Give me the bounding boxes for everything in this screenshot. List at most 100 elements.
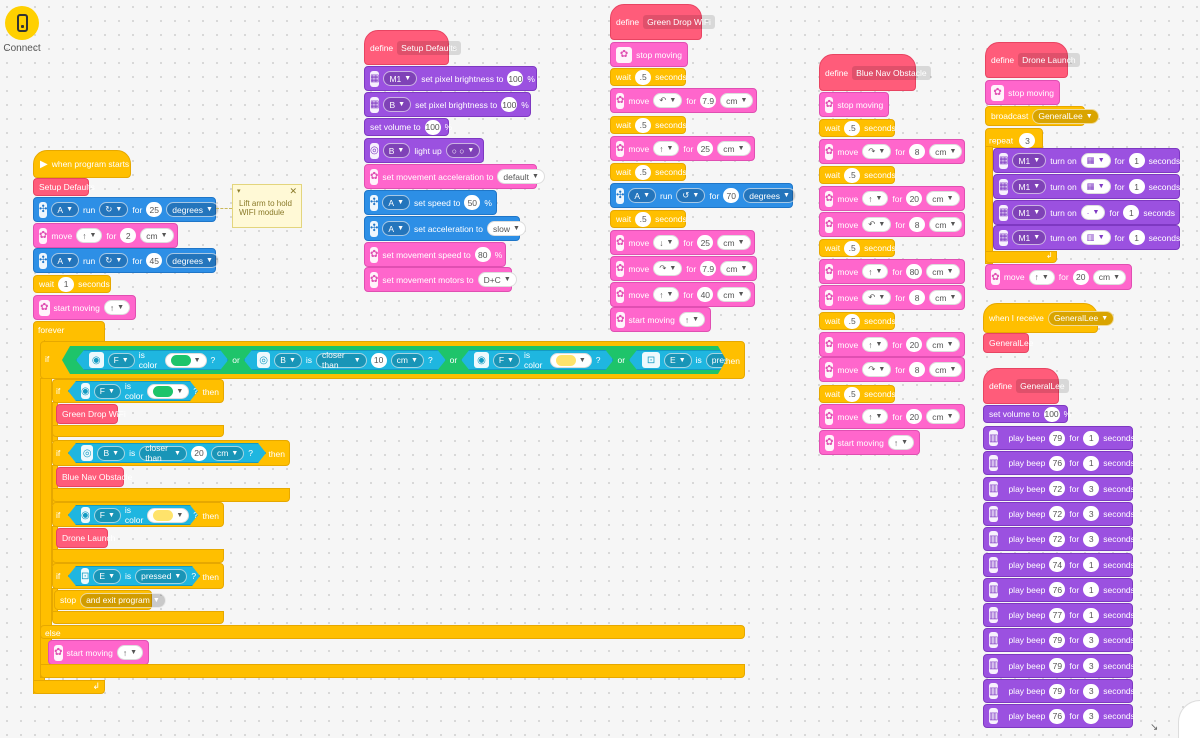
- close-icon[interactable]: ✕: [289, 186, 297, 196]
- direction-dropdown[interactable]: ↑▼: [862, 264, 889, 279]
- color-dropdown[interactable]: ▼: [147, 508, 189, 523]
- port-dropdown[interactable]: F▼: [108, 353, 135, 368]
- seconds-input[interactable]: .5: [635, 69, 652, 85]
- note-input[interactable]: 72: [1049, 531, 1066, 547]
- port-dropdown[interactable]: B▼: [274, 353, 302, 368]
- set-speed-block[interactable]: ✣ A▼ set speed to 50 %: [364, 190, 497, 215]
- unit-dropdown[interactable]: cm▼: [926, 409, 960, 424]
- unit-dropdown[interactable]: degrees▼: [743, 188, 796, 203]
- light-pattern-dropdown[interactable]: ○ ○▼: [445, 143, 481, 158]
- port-dropdown[interactable]: F▼: [94, 384, 121, 399]
- port-dropdown[interactable]: B▼: [383, 97, 412, 112]
- scroll-corner-icon[interactable]: ↘: [1150, 722, 1159, 733]
- setup-defaults-call[interactable]: Setup Defaults: [33, 178, 95, 196]
- distance-input[interactable]: 8: [909, 362, 926, 377]
- unit-dropdown[interactable]: cm▼: [140, 228, 174, 243]
- seconds-input[interactable]: 3: [1083, 658, 1100, 674]
- port-dropdown[interactable]: A▼: [628, 188, 656, 203]
- degrees-input[interactable]: 25: [146, 202, 163, 217]
- distance-input[interactable]: 20: [906, 191, 923, 206]
- seconds-input[interactable]: 3: [1083, 531, 1100, 547]
- distance-sensor-condition[interactable]: ◎ B▼ is closer than▼ 10 cm▼ ?: [244, 350, 446, 370]
- distance-input[interactable]: 25: [697, 235, 714, 250]
- general-lee-call[interactable]: GeneralLee: [983, 333, 1033, 353]
- direction-dropdown[interactable]: ↷▼: [862, 144, 892, 159]
- move-block[interactable]: ✿move ↓▼for 25 cm▼: [610, 230, 755, 255]
- direction-dropdown[interactable]: ↑▼: [103, 300, 130, 315]
- unit-dropdown[interactable]: cm▼: [929, 362, 963, 377]
- seconds-input[interactable]: 1: [1083, 430, 1100, 446]
- comparison-dropdown[interactable]: closer than▼: [139, 446, 187, 461]
- note-input[interactable]: 79: [1049, 683, 1066, 699]
- direction-dropdown[interactable]: ↑▼: [653, 287, 680, 302]
- seconds-input[interactable]: 1: [1083, 557, 1100, 572]
- direction-dropdown[interactable]: ↑▼: [862, 337, 889, 352]
- force-sensor-condition[interactable]: ⊡ E▼ is pressed▼ ?: [629, 350, 780, 370]
- direction-dropdown[interactable]: ↑▼: [862, 191, 889, 206]
- pixel-brightness-block[interactable]: ▦ M1▼ set pixel brightness to 100 %: [364, 66, 537, 91]
- define-green-drop-wifi[interactable]: define Green Drop WiFi: [610, 4, 715, 40]
- unit-dropdown[interactable]: cm▼: [926, 191, 960, 206]
- movement-motors-block[interactable]: ✿ set movement motors to D+C▼: [364, 267, 517, 292]
- note-input[interactable]: 76: [1049, 582, 1066, 598]
- color-dropdown[interactable]: ▼: [165, 353, 207, 368]
- start-moving-block[interactable]: ✿start moving↑▼: [819, 430, 920, 455]
- port-dropdown[interactable]: B▼: [97, 446, 125, 461]
- note-input[interactable]: 76: [1049, 455, 1066, 471]
- message-dropdown[interactable]: GeneralLee▼: [1047, 310, 1115, 326]
- seconds-input[interactable]: 3: [1083, 683, 1100, 699]
- or-condition[interactable]: ◉ F▼ is color ▼ ? or ◎ B▼ is closer than…: [62, 346, 726, 374]
- port-dropdown[interactable]: A▼: [51, 202, 79, 217]
- stop-moving-block[interactable]: ✿stop moving: [610, 42, 688, 67]
- direction-dropdown[interactable]: ↷▼: [653, 261, 683, 276]
- move-block[interactable]: ✿move ↑▼for 40 cm▼: [610, 282, 755, 307]
- clockwise-icon[interactable]: ↻▼: [99, 202, 129, 217]
- pixel-brightness-block[interactable]: ▦ B▼ set pixel brightness to 100 %: [364, 92, 531, 117]
- port-dropdown[interactable]: E▼: [93, 569, 121, 584]
- port-dropdown[interactable]: A▼: [382, 221, 410, 236]
- unit-dropdown[interactable]: degrees▼: [166, 202, 219, 217]
- speed-input[interactable]: 50: [464, 195, 481, 210]
- color-sensor-condition[interactable]: ◉ F▼ is color ▼ ?: [76, 350, 228, 370]
- unit-dropdown[interactable]: cm▼: [720, 261, 754, 276]
- color-sensor-condition[interactable]: ◉ F▼ is color ▼ ?: [68, 381, 198, 401]
- direction-dropdown[interactable]: ↑▼: [116, 645, 143, 660]
- move-block[interactable]: ✿move ↷▼for 7.9 cm▼: [610, 256, 757, 281]
- color-sensor-condition[interactable]: ◉ F▼ is color ▼ ?: [461, 350, 613, 370]
- port-dropdown[interactable]: F▼: [94, 508, 121, 523]
- acceleration-dropdown[interactable]: default▼: [497, 169, 545, 184]
- distance-sensor-condition[interactable]: ◎ B▼ is closer than▼ 20 cm▼ ?: [68, 443, 266, 463]
- seconds-input[interactable]: .5: [635, 211, 652, 227]
- direction-dropdown[interactable]: ↑▼: [1028, 269, 1055, 285]
- direction-dropdown[interactable]: ↶▼: [862, 217, 892, 232]
- color-dropdown[interactable]: ▼: [550, 353, 592, 368]
- unit-dropdown[interactable]: cm▼: [717, 141, 751, 156]
- distance-input[interactable]: 20: [906, 409, 923, 424]
- define-general-lee[interactable]: define GeneralLee: [983, 368, 1069, 404]
- note-input[interactable]: 79: [1049, 430, 1066, 446]
- note-input[interactable]: 72: [1049, 506, 1066, 522]
- note-input[interactable]: 79: [1049, 632, 1066, 648]
- port-dropdown[interactable]: M1▼: [1012, 205, 1047, 220]
- port-dropdown[interactable]: B▼: [382, 143, 411, 158]
- direction-dropdown[interactable]: ↑▼: [76, 228, 103, 243]
- speed-input[interactable]: 80: [474, 247, 491, 262]
- volume-input[interactable]: 100: [424, 119, 441, 135]
- port-dropdown[interactable]: M1▼: [1012, 230, 1047, 245]
- force-sensor-condition[interactable]: ⊡ E▼ is pressed▼ ?: [68, 566, 200, 586]
